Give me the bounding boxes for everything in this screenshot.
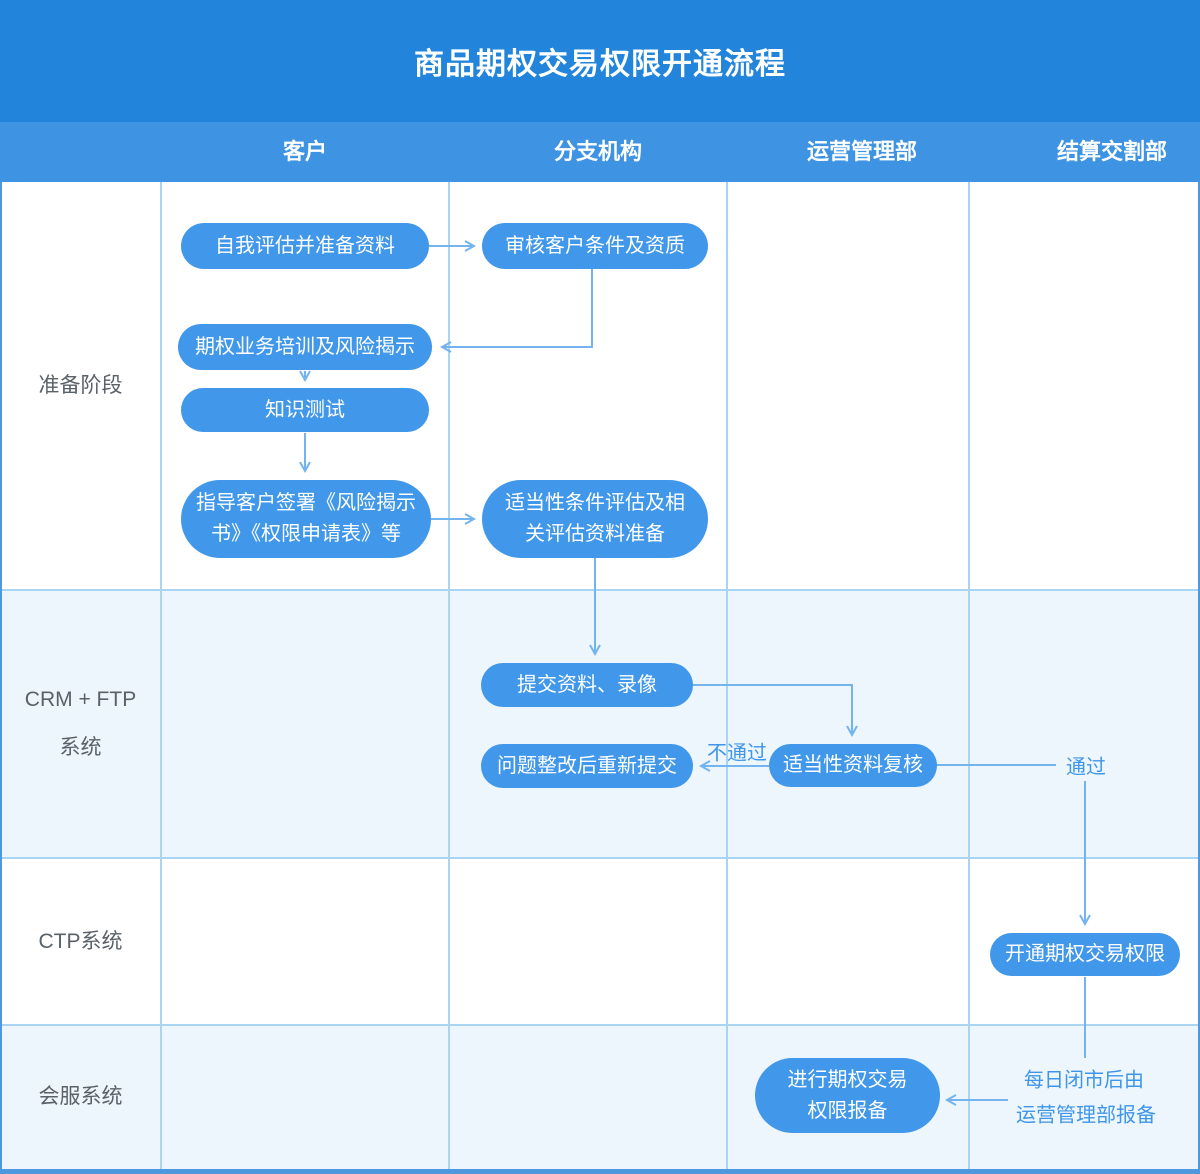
phase-label-huifu: 会服系统: [38, 1085, 123, 1108]
lane-header-branch: 分支机构: [553, 139, 643, 164]
lane-header-customer: 客户: [282, 139, 328, 164]
grid-vline-4: [968, 182, 970, 1169]
phase-label-ctp: CTP系统: [38, 929, 123, 953]
lane-header-settlement: 结算交割部: [1056, 139, 1168, 164]
grid-vline-1: [160, 182, 162, 1169]
grid-vline-2: [448, 182, 450, 1169]
node-suitability-eval: 适当性条件评估及相 关评估资料准备: [482, 480, 708, 558]
frame-left-border: [0, 122, 2, 1174]
title-bar: 商品期权交易权限开通流程: [0, 0, 1200, 122]
phase-label-preparation: 准备阶段: [38, 374, 123, 397]
grid-hline-3: [0, 1024, 1200, 1026]
frame-bottom-border: [0, 1169, 1200, 1174]
node-knowledge-test: 知识测试: [181, 388, 429, 432]
node-suitability-review: 适当性资料复核: [769, 744, 937, 787]
node-open-permission: 开通期权交易权限: [990, 933, 1180, 976]
node-resubmit: 问题整改后重新提交: [481, 744, 693, 788]
phase-label-crm-ftp: CRM + FTP 系统: [24, 688, 137, 759]
grid-hline-1: [0, 589, 1200, 591]
grid-vline-3: [726, 182, 728, 1169]
row-bg-crm-ftp: [0, 590, 1200, 858]
page-title: 商品期权交易权限开通流程: [414, 48, 786, 81]
row-bg-huifu: [0, 1025, 1200, 1169]
frame-right-border: [1198, 122, 1200, 1174]
lane-header-operations: 运营管理部: [806, 139, 918, 164]
edge-label-daily-note-line2: 运营管理部报备: [1016, 1104, 1156, 1127]
edge-label-daily-note-line1: 每日闭市后由: [1024, 1069, 1144, 1092]
node-sign-documents: 指导客户签署《风险揭示 书》《权限申请表》等: [181, 480, 431, 558]
edge-label-fail: 不通过: [707, 742, 767, 765]
node-self-assess: 自我评估并准备资料: [181, 223, 429, 269]
grid-hline-2: [0, 857, 1200, 859]
swimlane-header-bar: [0, 122, 1200, 182]
node-review-conditions: 审核客户条件及资质: [482, 223, 708, 269]
node-permission-filing: 进行期权交易 权限报备: [755, 1058, 940, 1133]
edge-label-pass: 通过: [1066, 756, 1106, 779]
node-submit-materials: 提交资料、录像: [481, 663, 693, 707]
node-training-risk-disclosure: 期权业务培训及风险揭示: [178, 324, 432, 370]
